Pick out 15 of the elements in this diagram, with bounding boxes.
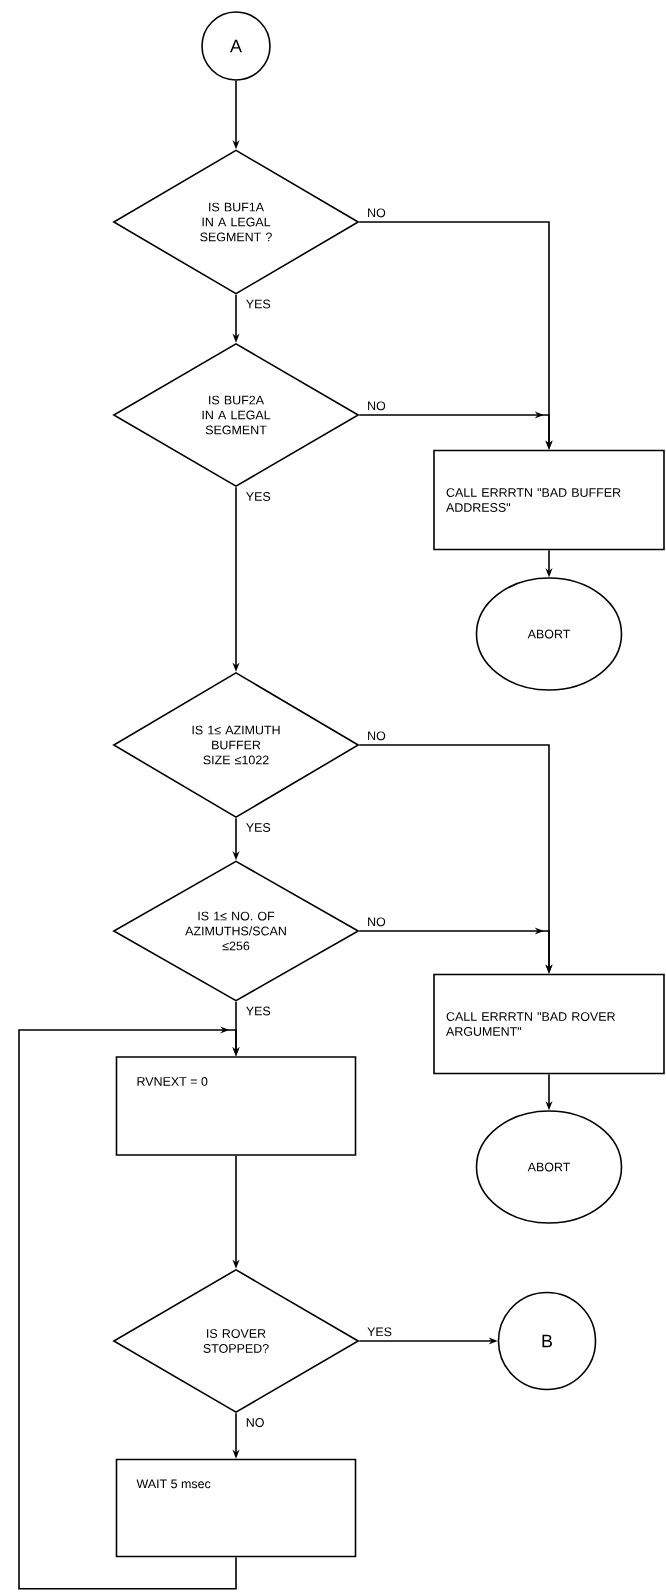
process-box: CALL ERRRTN "BAD BUFFER ADDRESS" [433,449,665,551]
edge-label: NO [244,1417,266,1428]
edge-label: NO [366,730,387,742]
edge-label: YES [244,1005,272,1017]
process-box: WAIT 5 msec [115,1458,357,1558]
edge-label: NO [366,916,387,928]
edge-label: NO [366,400,387,412]
edge-label: YES [244,298,272,310]
edge-label: YES [366,1326,393,1338]
edge-label: YES [244,822,272,833]
edge-label: YES [244,491,272,502]
arrow [18,1026,240,1590]
process-box: CALL ERRRTN "BAD ROVER ARGUMENT" [433,973,665,1075]
process-box: RVNEXT = 0 [115,1056,357,1156]
edge-label: NO [366,207,387,219]
